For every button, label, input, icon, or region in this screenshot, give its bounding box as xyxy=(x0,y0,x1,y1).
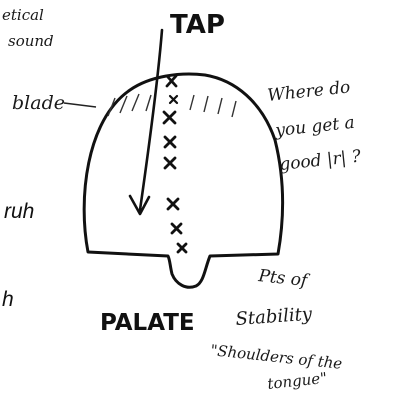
contact-mark-3 xyxy=(165,137,175,147)
blade-pointer xyxy=(64,103,96,107)
question-line2: you get a xyxy=(273,113,355,141)
question-line3: good |r| ? xyxy=(278,146,362,175)
question-line1: Where do xyxy=(266,77,351,106)
tongue-outline xyxy=(84,74,282,287)
contact-mark-small xyxy=(170,96,177,103)
contact-mark-7 xyxy=(178,244,186,252)
contact-mark-5 xyxy=(168,199,178,209)
contact-mark-2 xyxy=(164,112,175,123)
contact-mark-1 xyxy=(167,76,176,86)
ruh-label: ruh xyxy=(4,200,34,223)
h-label: h xyxy=(2,288,14,311)
top-left-note-line2: sound xyxy=(8,32,54,50)
shoulders-quote-line2: tongue" xyxy=(267,369,328,393)
blade-label: blade xyxy=(12,92,65,114)
top-left-note-line1: etical xyxy=(2,6,44,24)
contact-mark-4 xyxy=(165,158,175,168)
stability-line1: Pts of xyxy=(256,266,310,291)
stability-line2: Stability xyxy=(235,304,314,330)
shoulders-quote-line1: "Shoulders of the xyxy=(210,341,344,373)
tap-label: TAP xyxy=(170,10,225,40)
tap-arrow xyxy=(140,30,162,210)
contact-mark-6 xyxy=(172,224,181,233)
palate-label: PALATE xyxy=(100,310,195,336)
